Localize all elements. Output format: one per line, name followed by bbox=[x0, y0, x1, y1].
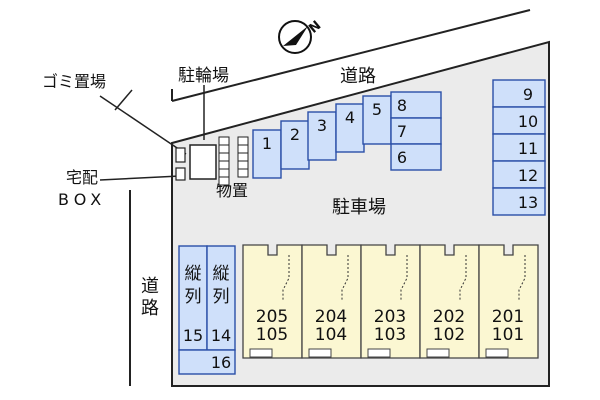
delivery-box-label-1: 宅配 bbox=[66, 168, 98, 187]
parking-space bbox=[492, 79, 546, 108]
parking-space-number: 8 bbox=[397, 96, 407, 115]
tandem-parking-space bbox=[178, 349, 236, 375]
garbage-leader-line bbox=[99, 95, 187, 155]
north-arrow-icon: N bbox=[278, 18, 324, 54]
garbage-area-label: ゴミ置場 bbox=[42, 72, 106, 91]
tandem-parking-space bbox=[178, 245, 208, 351]
garbage-leader-tick bbox=[114, 89, 133, 111]
parking-tandem-group: 縦列 15 縦列 14 16 bbox=[178, 245, 236, 375]
parking-space bbox=[280, 120, 310, 170]
tandem-label-char: 列 bbox=[213, 287, 230, 307]
tandem-label-char: 列 bbox=[185, 287, 202, 307]
parking-space-number: 9 bbox=[523, 85, 533, 104]
storage-label: 物置 bbox=[216, 181, 248, 200]
parking-space-number: 13 bbox=[518, 193, 538, 212]
parking-space bbox=[307, 111, 337, 161]
entrance-mark bbox=[367, 348, 391, 358]
unit-number-lower: 104 bbox=[315, 325, 347, 345]
delivery-box-label-2: BOX bbox=[58, 190, 106, 209]
storage-units bbox=[218, 136, 249, 186]
parking-space-number: 1 bbox=[262, 134, 272, 153]
entrance-mark bbox=[308, 348, 332, 358]
parking-space bbox=[492, 160, 546, 189]
unit-number-upper: 204 bbox=[315, 307, 347, 327]
parking-column-mid: 8 7 6 bbox=[390, 91, 442, 171]
parking-space-number: 3 bbox=[317, 116, 327, 135]
parking-space-number: 16 bbox=[211, 353, 231, 372]
svg-text:路: 路 bbox=[141, 298, 159, 319]
parking-space bbox=[362, 95, 392, 145]
tandem-label-char: 縦 bbox=[185, 264, 202, 284]
parking-space-number: 15 bbox=[183, 326, 203, 345]
parking-space-number: 6 bbox=[397, 148, 407, 167]
parking-space bbox=[390, 143, 442, 171]
bicycle-shed bbox=[189, 144, 217, 180]
entrance-mark bbox=[485, 348, 509, 358]
unit-number-upper: 201 bbox=[492, 307, 524, 327]
parking-space-number: 11 bbox=[518, 139, 538, 158]
unit-number-lower: 102 bbox=[433, 325, 465, 345]
unit-number-lower: 101 bbox=[492, 325, 524, 345]
delivery-box bbox=[175, 167, 186, 181]
unit-number-lower: 105 bbox=[256, 325, 288, 345]
entrance-mark bbox=[426, 348, 450, 358]
road-label-top: 道路 bbox=[340, 66, 376, 87]
parking-space-number: 14 bbox=[211, 326, 231, 345]
entrance-mark bbox=[249, 348, 273, 358]
bicycle-parking-label: 駐輪場 bbox=[178, 66, 229, 86]
parking-space-number: 2 bbox=[290, 125, 300, 144]
unit-number-upper: 203 bbox=[374, 307, 406, 327]
parking-space-number: 12 bbox=[518, 166, 538, 185]
tandem-parking-space bbox=[206, 245, 236, 351]
parking-space-number: 5 bbox=[372, 100, 382, 119]
unit-number-lower: 103 bbox=[374, 325, 406, 345]
parking-space bbox=[492, 106, 546, 135]
parking-space bbox=[492, 187, 546, 216]
parking-space-number: 4 bbox=[345, 108, 355, 127]
parking-space bbox=[335, 103, 365, 153]
tandem-label-char: 縦 bbox=[213, 264, 230, 284]
unit-number-upper: 205 bbox=[256, 307, 288, 327]
parking-space-number: 7 bbox=[397, 122, 407, 141]
parking-space bbox=[252, 129, 282, 179]
parking-space-number: 10 bbox=[518, 112, 538, 131]
delivery-leader-line bbox=[99, 175, 181, 181]
parking-label: 駐車場 bbox=[332, 197, 386, 218]
parking-column-right: 9 10 11 12 13 bbox=[492, 79, 546, 216]
unit-number-upper: 202 bbox=[433, 307, 465, 327]
road-line-top bbox=[171, 9, 531, 102]
road-label-left: 道 路 bbox=[141, 276, 159, 319]
garbage-box bbox=[175, 147, 186, 163]
svg-text:道: 道 bbox=[141, 276, 159, 297]
